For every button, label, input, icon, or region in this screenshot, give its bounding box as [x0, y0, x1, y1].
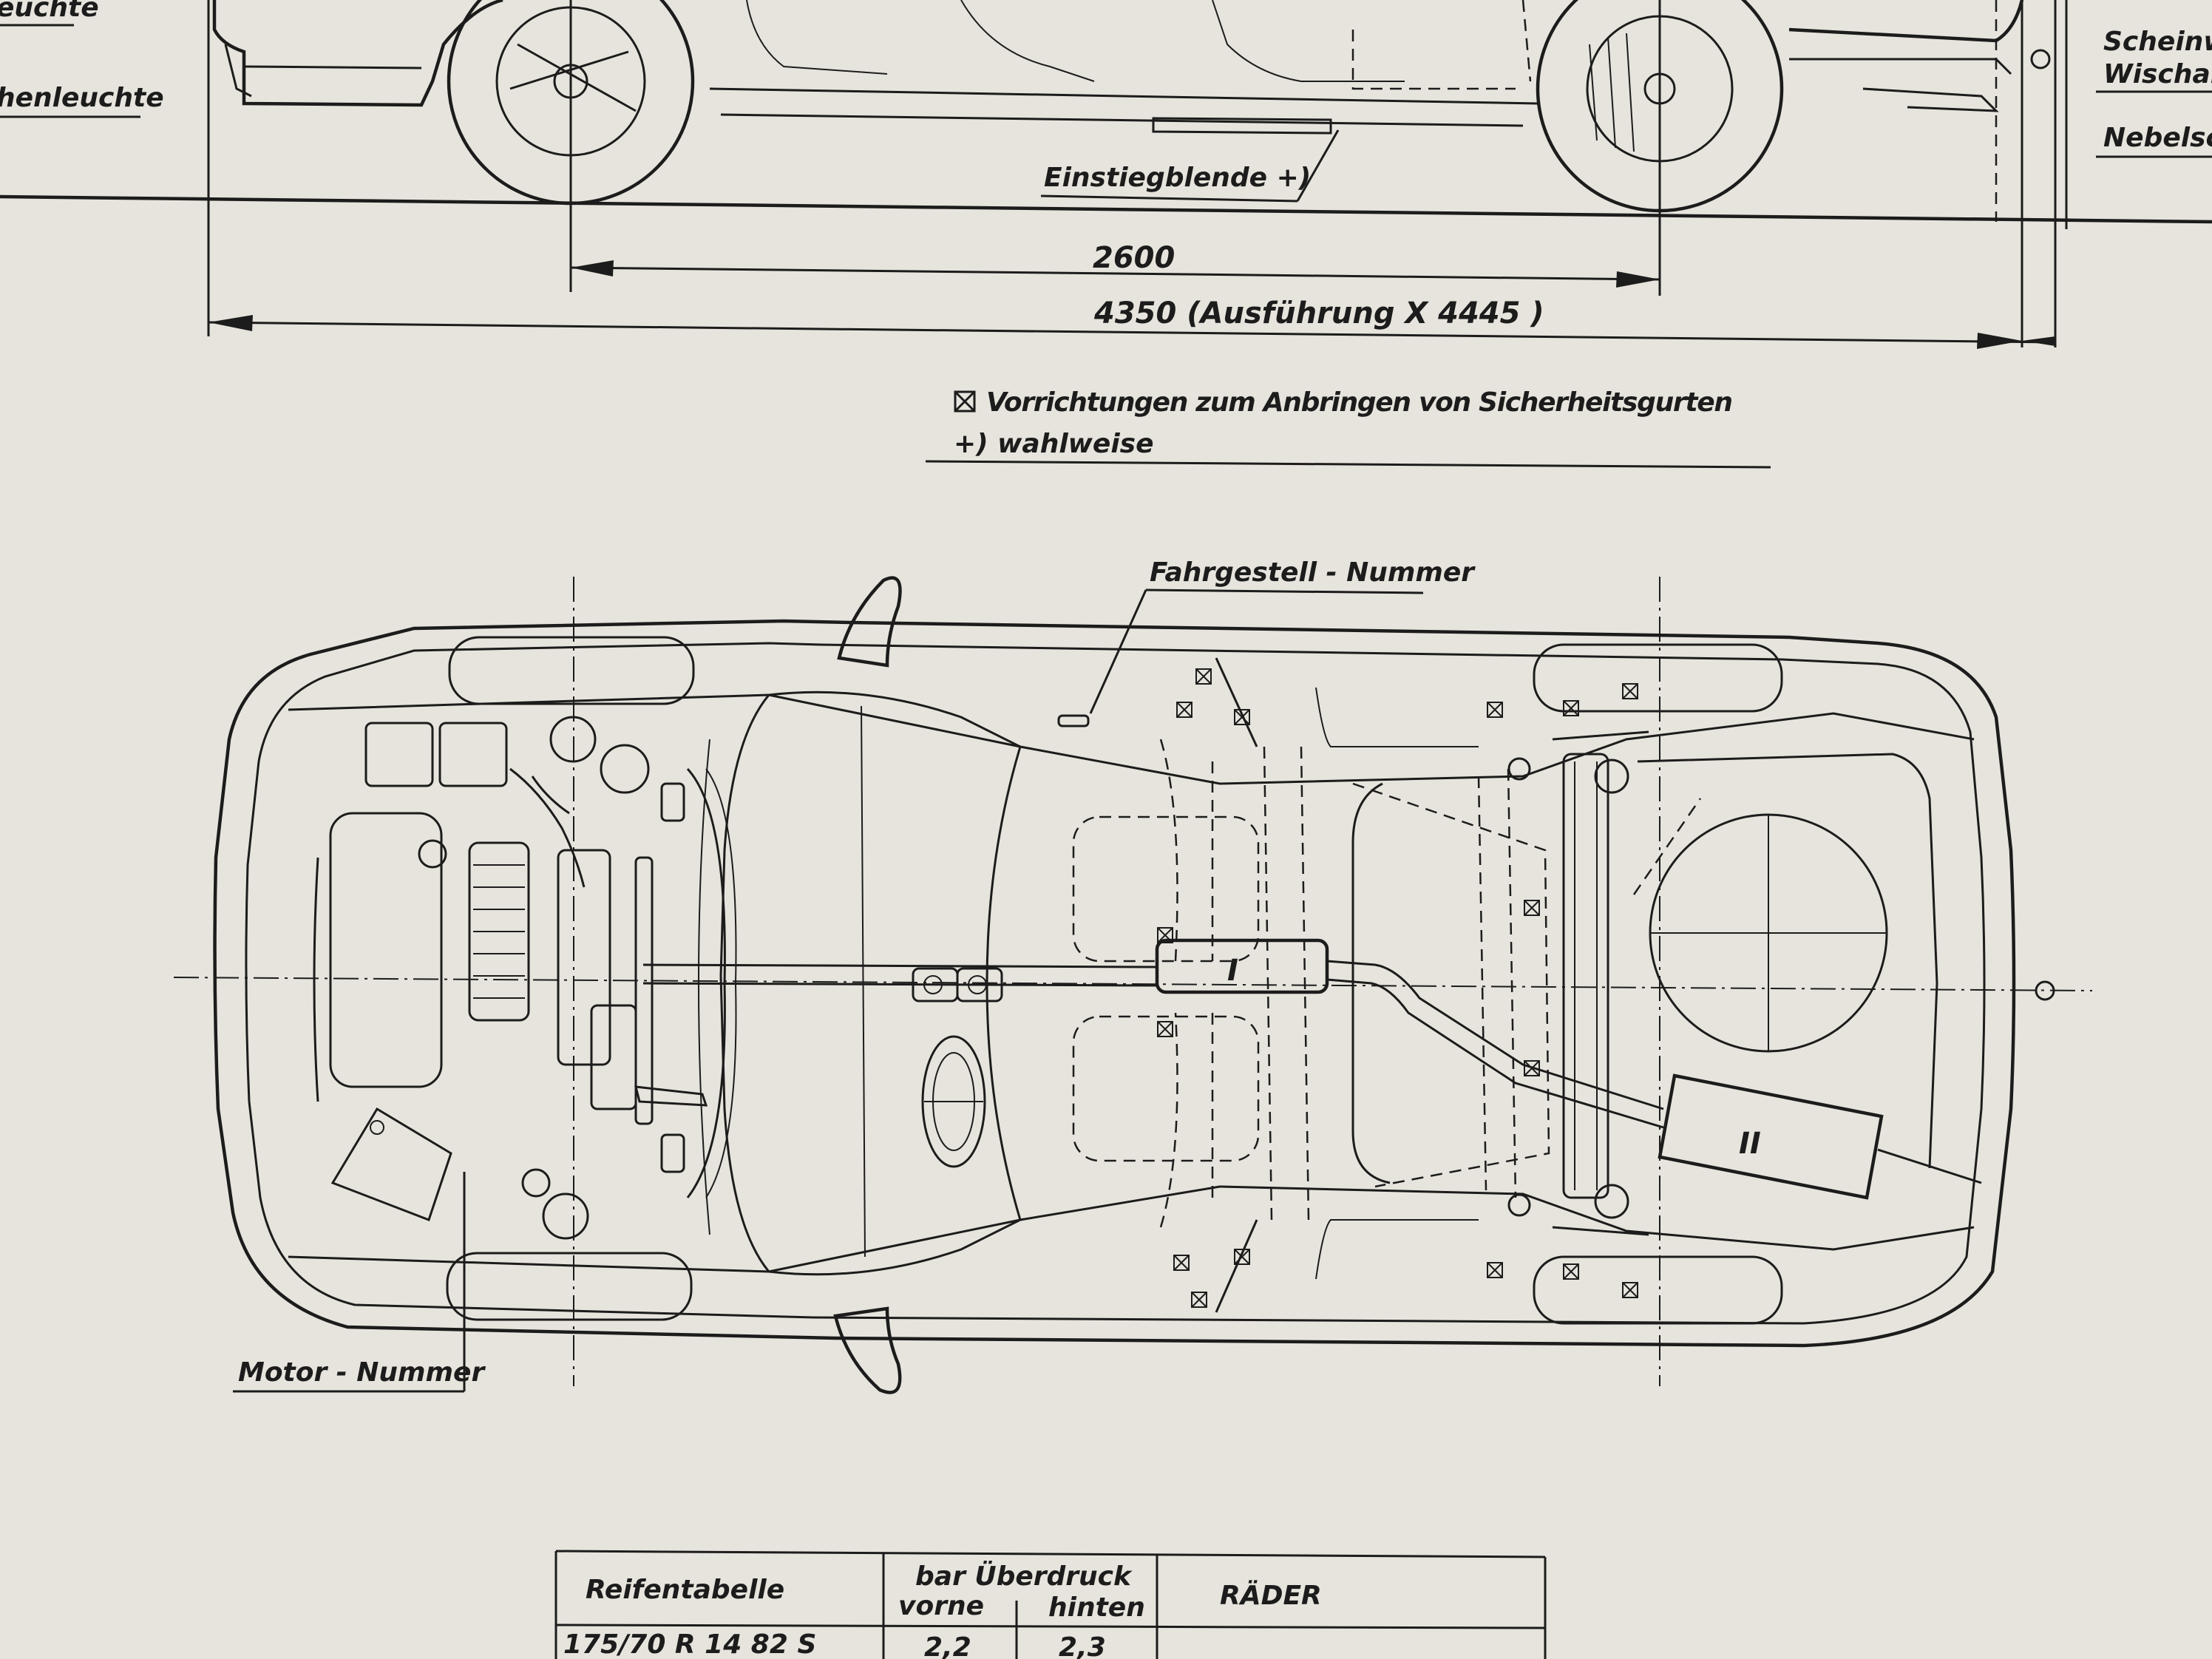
tire-table: Reifentabelle bar Überdruck vorne hinten… [554, 1550, 1547, 1659]
tire-size-cell: 175/70 R 14 82 S [563, 1629, 816, 1659]
belt-anchor-markers [1157, 668, 1638, 1308]
side-view: 2600 4350 (Ausführung X 4445 ) Einstiegb… [0, 0, 2212, 349]
front-pressure-header: vorne [898, 1591, 984, 1621]
chassis-number-label: Fahrgestell - Nummer [1150, 557, 1476, 588]
sill-trim-label: Einstiegblende +) [1044, 163, 1311, 193]
left-label-2: henleuchte [0, 83, 164, 113]
front-pressure-cell: 2,2 [924, 1632, 971, 1659]
overall-length-dimension-label: 4350 (Ausführung X 4445 ) [1093, 296, 1544, 330]
rear-pressure-cell: 2,3 [1059, 1632, 1106, 1659]
crossed-box-icon [954, 390, 976, 413]
right-label-wiper: Wischanl [2103, 59, 2212, 89]
wheels-header: RÄDER [1220, 1580, 1322, 1611]
right-label-headlamp: Scheinwe [2103, 27, 2212, 57]
belt-anchor-note: Vorrichtungen zum Anbringen von Sicherhe… [986, 387, 1733, 418]
optional-note: +) wahlweise [954, 429, 1154, 459]
tire-table-title: Reifentabelle [586, 1575, 784, 1605]
rear-pressure-header: hinten [1048, 1592, 1145, 1623]
legend: Vorrichtungen zum Anbringen von Sicherhe… [925, 387, 1771, 469]
table-row: 175/70 R 14 82 S 2,2 2,3 [563, 1629, 1106, 1659]
left-label-1: euchte [0, 0, 99, 23]
wheelbase-dimension-label: 2600 [1093, 241, 1175, 275]
top-view: I II [173, 557, 2093, 1394]
engine-number-label: Motor - Nummer [238, 1357, 486, 1388]
rear-muffler-label: II [1739, 1127, 1761, 1161]
right-label-fog: Nebelsch [2103, 123, 2212, 153]
pressure-header: bar Überdruck [915, 1561, 1133, 1592]
front-muffler-label: I [1227, 954, 1238, 988]
